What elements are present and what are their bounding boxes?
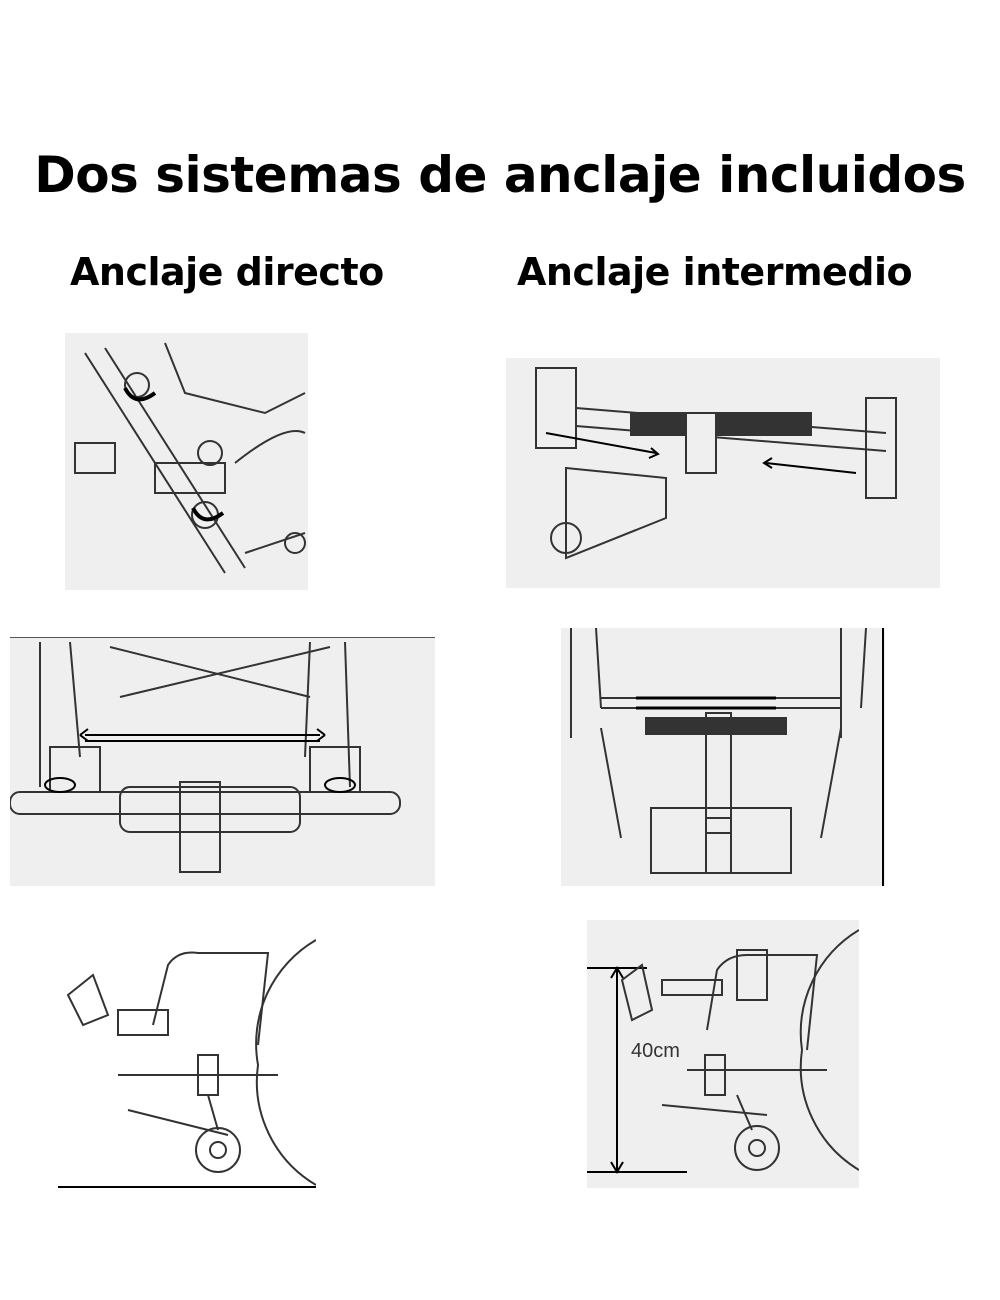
heading-intermediate-anchor: Anclaje intermedio bbox=[517, 250, 913, 294]
intermediate-bar-diagram bbox=[506, 358, 940, 588]
heading-direct-anchor: Anclaje directo bbox=[70, 250, 384, 294]
intermediate-anchor-side-view: 40cm bbox=[587, 920, 859, 1188]
height-40cm-label: 40cm bbox=[631, 1040, 680, 1062]
direct-anchor-front-view bbox=[10, 637, 435, 886]
direct-anchor-side-view bbox=[58, 935, 316, 1188]
page-title: Dos sistemas de anclaje incluidos bbox=[34, 146, 966, 204]
direct-anchor-clamp-diagram bbox=[65, 333, 308, 590]
intermediate-anchor-front-view bbox=[561, 628, 885, 886]
